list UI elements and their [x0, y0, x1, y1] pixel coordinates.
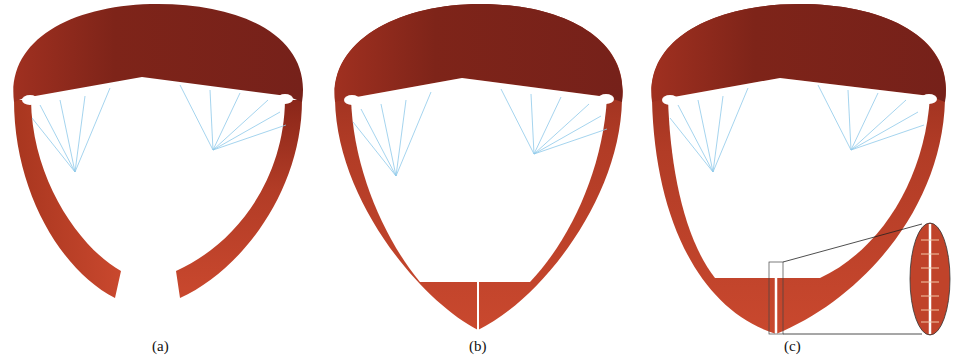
ventricle-b [335, 4, 623, 330]
panel-label: (b) [469, 338, 487, 354]
panel-label: (a) [152, 338, 169, 354]
ventricle-c [652, 4, 950, 335]
panel-label: (c) [784, 338, 801, 354]
ventricle-a [13, 4, 303, 298]
